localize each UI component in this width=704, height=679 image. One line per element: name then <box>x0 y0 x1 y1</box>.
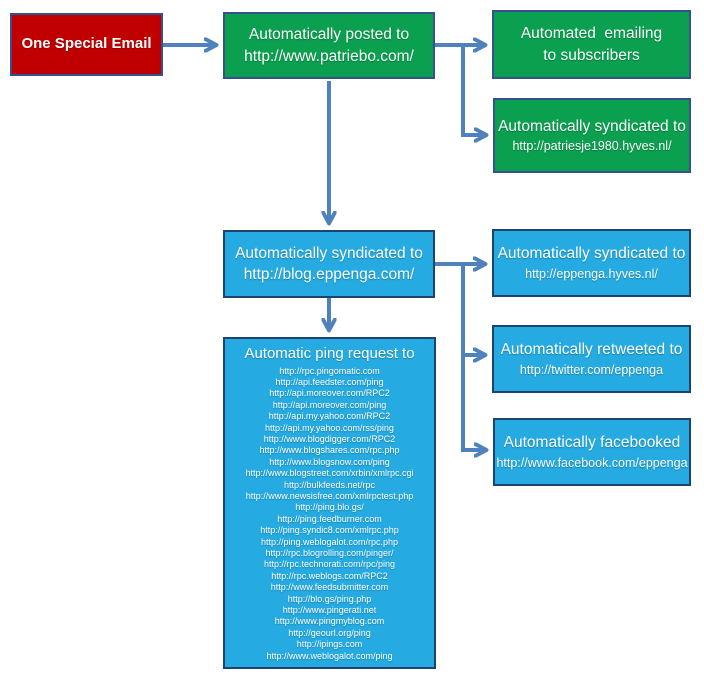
ping-url: http://rpc.blogrolling.com/pinger/ <box>265 548 394 558</box>
node-automatically-posted: Automatically posted to http://www.patri… <box>223 12 435 79</box>
node-facebooked: Automatically facebooked http://www.face… <box>493 418 691 486</box>
ping-url: http://api.my.yahoo.com/rss/ping <box>265 422 394 433</box>
ping-url: http://api.feedster.com/ping <box>275 376 384 387</box>
node-title: Automatically syndicated to <box>498 117 686 135</box>
ping-url: http://www.feedsubmitter.com <box>270 582 389 593</box>
ping-url: http://www.blogstreet.com/xrbin/xmlrpc.c… <box>245 468 414 479</box>
ping-url: http://www.pingerati.net <box>282 605 377 616</box>
node-title: Automatically posted to <box>248 26 410 44</box>
ping-url: http://ping.weblogalot.com/rpc.php <box>260 536 399 547</box>
node-ping-requests: Automatic ping request to http://rpc.pin… <box>223 337 436 669</box>
arrow-posted-to-patriesje <box>461 45 485 135</box>
node-syndicated-blog: Automatically syndicated to http://blog.… <box>223 230 435 298</box>
node-retweeted-twitter: Automatically retweeted to http://twitte… <box>492 325 691 393</box>
ping-url: http://www.blogdigger.com/RPC2 <box>263 433 396 444</box>
ping-url: http://api.moreover.com/ping <box>272 399 387 410</box>
node-title: Automatically syndicated to <box>235 244 423 262</box>
ping-url: http://www.weblogalot.com/ping <box>266 650 393 661</box>
node-title: Automatic ping request to <box>244 345 415 362</box>
node-title: Automated emailing <box>520 25 663 43</box>
ping-url: http://www.blogsnow.com/ping <box>269 456 390 467</box>
ping-url: http://ping.feedburner.com <box>277 513 382 524</box>
ping-url: http://www.blogshares.com/rpc.php <box>259 445 400 456</box>
node-url: http://eppenga.hyves.nl/ <box>525 266 658 281</box>
node-label: One Special Email <box>21 35 152 53</box>
node-syndicated-hyves: Automatically syndicated to http://eppen… <box>492 229 691 297</box>
ping-url: http://geourl.org/ping <box>288 627 371 638</box>
node-subtitle: to subscribers <box>543 46 640 64</box>
node-url: http://www.patriebo.com/ <box>244 47 414 65</box>
node-url: http://www.facebook.com/eppenga <box>496 455 688 470</box>
node-title: Automatically syndicated to <box>497 245 686 263</box>
ping-url: http://rpc.technorati.com/rpc/ping <box>263 559 396 570</box>
node-url: http://twitter.com/eppenga <box>519 362 664 377</box>
ping-url: http://rpc.pingomatic.com <box>279 365 380 376</box>
arrow-blog-to-facebook <box>461 264 485 450</box>
node-url: http://patriesje1980.hyves.nl/ <box>512 139 672 154</box>
ping-url: http://ipings.com <box>296 639 363 650</box>
node-syndicated-patriesje: Automatically syndicated to http://patri… <box>493 98 691 173</box>
ping-url: http://api.my.yahoo.com/RPC2 <box>268 411 391 422</box>
node-url: http://blog.eppenga.com/ <box>243 266 415 283</box>
node-title: Automatically facebooked <box>503 434 681 452</box>
arrow-blog-to-twitter <box>461 264 484 355</box>
node-automated-emailing: Automated emailing to subscribers <box>492 10 691 79</box>
ping-url: http://ping.syndic8.com/xmlrpc.php <box>260 525 399 536</box>
ping-url: http://blo.gs/ping.php <box>287 593 372 604</box>
ping-url: http://www.newsisfree.com/xmlrpctest.php <box>245 490 414 501</box>
node-one-special-email: One Special Email <box>10 13 163 76</box>
ping-url: http://www.pingmyblog.com <box>274 616 385 627</box>
ping-url: http://rpc.weblogs.com/RPC2 <box>271 570 388 581</box>
ping-url: http://ping.blo.gs/ <box>295 502 364 513</box>
ping-url: http://api.moreover.com/RPC2 <box>269 388 390 399</box>
ping-url: http://bulkfeeds.net/rpc <box>283 479 376 490</box>
node-title: Automatically retweeted to <box>500 341 683 359</box>
